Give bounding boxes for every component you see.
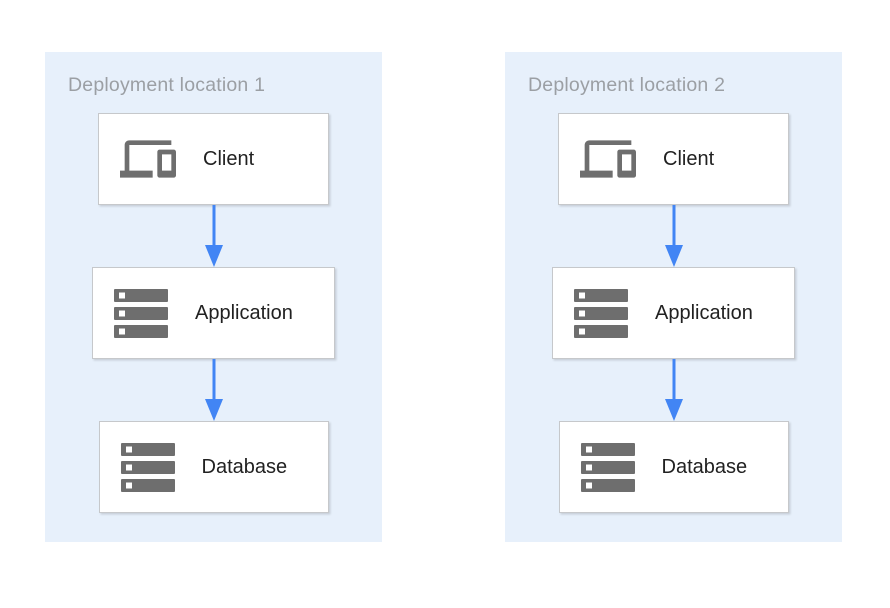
deployment-location-2-panel: Deployment location 2 Client [505,52,842,542]
arrow-down-icon [204,205,223,267]
arrow-down-icon [664,205,683,267]
server-stack-icon [120,442,175,492]
node-label: Application [655,301,753,324]
devices-icon [580,140,636,178]
database-node: Database [558,421,789,513]
deployment-location-1-panel: Deployment location 1 Client [45,52,382,542]
server-stack-icon [580,442,635,492]
panel-title: Deployment location 1 [68,74,266,96]
flow-column: Client [505,113,842,513]
node-label: Application [195,301,293,324]
node-label: Client [203,147,255,170]
client-node: Client [558,113,789,205]
application-node: Application [92,267,335,359]
database-node: Database [98,421,329,513]
panel-title: Deployment location 2 [528,74,726,96]
client-node: Client [98,113,329,205]
node-label: Client [663,147,715,170]
arrow-down-icon [664,359,683,421]
flow-column: Client [45,113,382,513]
node-label: Database [661,455,748,478]
server-stack-icon [114,288,168,338]
application-node: Application [552,267,795,359]
node-label: Database [201,455,288,478]
server-stack-icon [574,288,628,338]
arrow-down-icon [204,359,223,421]
devices-icon [120,140,176,178]
